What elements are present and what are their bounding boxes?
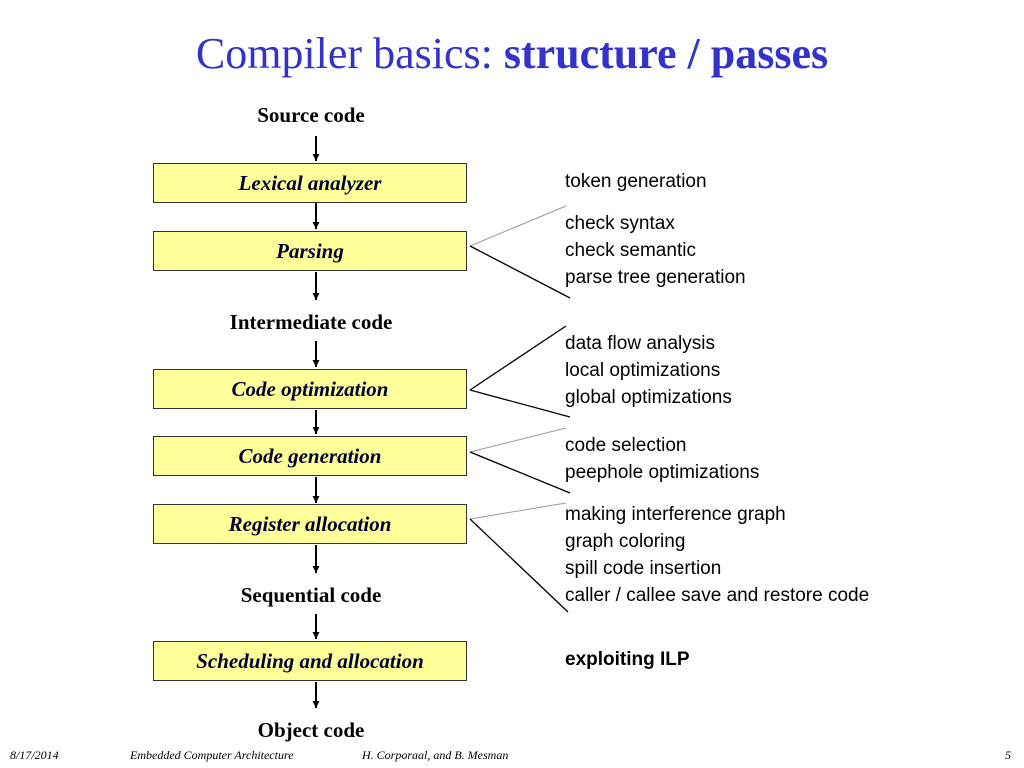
title-prefix: Compiler basics: — [195, 29, 504, 78]
desc-line: exploiting ILP — [565, 649, 690, 670]
footer-date: 8/17/2014 — [10, 748, 59, 762]
intermediate-code-label: Intermediate code — [229, 310, 393, 334]
desc-line: global optimizations — [565, 387, 732, 408]
stage-code-generation: Code generation — [153, 436, 467, 476]
lexical-description: token generation — [565, 168, 707, 195]
desc-line: parse tree generation — [565, 267, 746, 288]
desc-line: data flow analysis — [565, 333, 715, 354]
callout-optimization-bottom — [469, 389, 571, 418]
callout-optimization-top — [469, 325, 567, 391]
stage-lexical-analyzer: Lexical analyzer — [153, 163, 467, 203]
stage-code-optimization: Code optimization — [153, 369, 467, 409]
callout-generation-bottom — [469, 451, 571, 494]
allocation-description: making interference graph graph coloring… — [565, 501, 869, 609]
footer-course: Embedded Computer Architecture — [130, 748, 294, 762]
generation-description: code selection peephole optimizations — [565, 432, 759, 486]
stage-register-allocation: Register allocation — [153, 504, 467, 544]
desc-line: caller / callee save and restore code — [565, 585, 870, 606]
desc-line: check semantic — [565, 240, 696, 261]
sequential-code-label: Sequential code — [240, 583, 382, 607]
desc-line: spill code insertion — [565, 558, 722, 579]
optimization-description: data flow analysis local optimizations g… — [565, 330, 732, 411]
stage-parsing: Parsing — [153, 231, 467, 271]
desc-line: token generation — [565, 171, 707, 192]
object-code-label: Object code — [257, 718, 365, 742]
callout-parsing-top — [469, 205, 567, 247]
stage-scheduling-allocation: Scheduling and allocation — [153, 641, 467, 681]
desc-line: graph coloring — [565, 531, 686, 552]
source-code-label: Source code — [257, 103, 365, 127]
callout-allocation-top — [469, 502, 567, 520]
desc-line: peephole optimizations — [565, 462, 760, 483]
scheduling-description: exploiting ILP — [565, 646, 690, 673]
callout-allocation-bottom — [469, 518, 569, 613]
parsing-description: check syntax check semantic parse tree g… — [565, 210, 746, 291]
footer-page-number: 5 — [1005, 748, 1011, 762]
slide-title: Compiler basics: structure / passes — [0, 28, 1024, 80]
desc-line: making interference graph — [565, 504, 786, 525]
footer-authors: H. Corporaal, and B. Mesman — [362, 748, 509, 762]
desc-line: check syntax — [565, 213, 675, 234]
callout-parsing-bottom — [469, 245, 571, 299]
desc-line: code selection — [565, 435, 687, 456]
callout-generation-top — [469, 427, 567, 453]
desc-line: local optimizations — [565, 360, 721, 381]
title-emphasis: structure / passes — [503, 29, 829, 78]
